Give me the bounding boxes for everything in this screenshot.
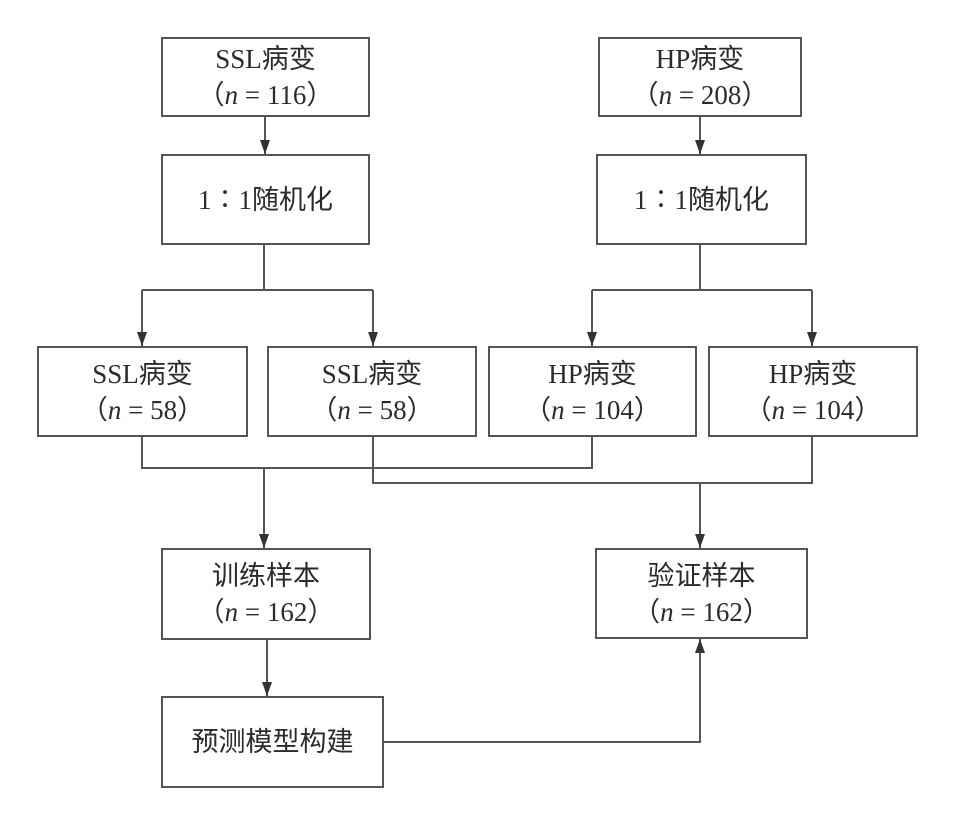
node-label: HP病变: [768, 358, 858, 389]
node-label: HP病变: [548, 358, 637, 389]
node-count: （n = 58）: [310, 394, 434, 425]
node-label: SSL病变: [92, 358, 193, 389]
node-label: HP病变: [655, 44, 745, 74]
merge-valid-line: [372, 436, 813, 484]
node-label: 训练样本: [212, 561, 320, 591]
node-hp-a: HP病变 （n = 104）: [488, 346, 697, 437]
node-label: SSL病变: [215, 44, 316, 74]
node-model: 预测模型构建: [161, 696, 384, 788]
node-ssl-random: 1∶1随机化: [161, 154, 370, 245]
node-hp-b: HP病变 （n = 104）: [708, 346, 918, 437]
node-count: （n = 58）: [80, 394, 205, 425]
node-count: （n = 162）: [197, 597, 335, 627]
node-label: 1∶1随机化: [198, 184, 333, 215]
node-label: SSL病变: [321, 358, 423, 389]
node-train: 训练样本 （n = 162）: [161, 548, 371, 640]
node-count: （n = 116）: [197, 80, 334, 110]
node-ssl-b: SSL病变 （n = 58）: [267, 346, 477, 437]
node-ssl-total: SSL病变 （n = 116）: [161, 37, 370, 117]
node-label: 验证样本: [647, 560, 756, 591]
node-ssl-a: SSL病变 （n = 58）: [37, 346, 248, 437]
node-hp-total: HP病变 （n = 208）: [598, 37, 802, 117]
node-hp-random: 1∶1随机化: [596, 154, 807, 245]
arrow-model-to-valid: [383, 639, 705, 743]
node-valid: 验证样本 （n = 162）: [595, 548, 808, 639]
node-label: 1∶1随机化: [634, 184, 769, 215]
node-label: 预测模型构建: [191, 727, 354, 757]
node-count: （n = 104）: [524, 394, 661, 425]
node-count: （n = 162）: [633, 596, 770, 627]
node-count: （n = 208）: [631, 80, 769, 110]
node-count: （n = 104）: [744, 394, 882, 425]
merge-train-line: [141, 436, 593, 469]
